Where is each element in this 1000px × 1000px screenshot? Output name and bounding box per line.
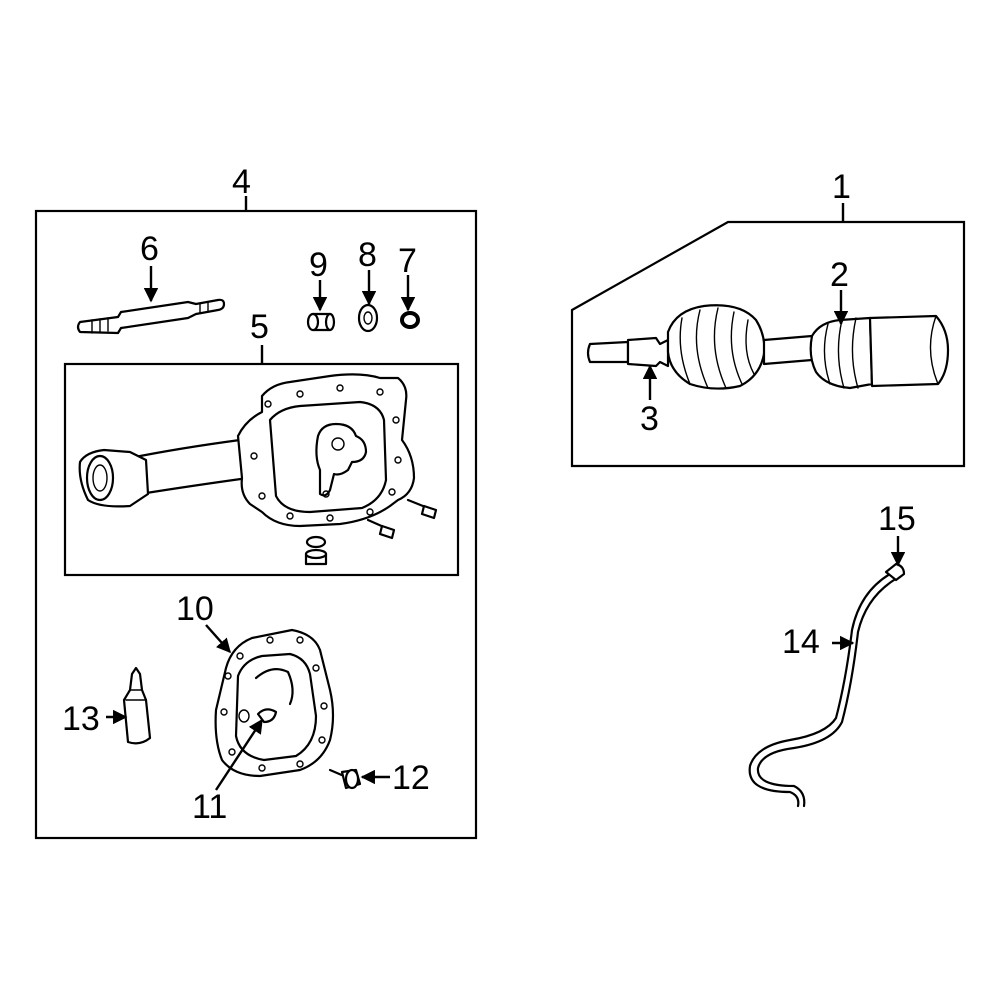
callout-11[interactable]: 11 xyxy=(192,788,227,826)
callout-4[interactable]: 4 xyxy=(232,163,251,201)
sealant-tube-drawing[interactable] xyxy=(122,666,152,745)
vent-hose-group: 15 14 xyxy=(748,500,916,808)
axle-shaft-drawing[interactable] xyxy=(76,298,226,335)
housing-bolt-lower[interactable] xyxy=(366,518,396,540)
axle-housing-drawing[interactable] xyxy=(78,373,416,528)
differential-cover-drawing[interactable] xyxy=(214,628,335,778)
axle-assembly-frame xyxy=(34,209,478,840)
callout-13[interactable]: 13 xyxy=(62,700,100,738)
callout-14[interactable]: 14 xyxy=(782,623,820,661)
housing-plug[interactable] xyxy=(304,535,328,566)
callout-7[interactable]: 7 xyxy=(398,242,417,280)
cv-axle-drawing[interactable] xyxy=(586,304,950,390)
callout-5[interactable]: 5 xyxy=(250,308,269,346)
callout-10[interactable]: 10 xyxy=(176,590,214,628)
callout-12[interactable]: 12 xyxy=(392,759,430,797)
callout-1[interactable]: 1 xyxy=(832,168,851,206)
vent-hose-drawing[interactable] xyxy=(748,562,906,808)
callout-3[interactable]: 3 xyxy=(640,400,659,438)
housing-bolt-upper[interactable] xyxy=(406,498,438,520)
callout-15[interactable]: 15 xyxy=(878,500,916,538)
washer-drawing[interactable] xyxy=(357,303,379,333)
cv-axle-group: 1 2 3 xyxy=(570,168,966,468)
callout-8[interactable]: 8 xyxy=(358,236,377,274)
callout-6[interactable]: 6 xyxy=(140,230,159,268)
axle-assembly-group: 4 5 6 9 8 xyxy=(34,163,478,840)
cv-axle-frame xyxy=(570,220,966,468)
callout-2[interactable]: 2 xyxy=(830,256,849,294)
cover-bolt-drawing[interactable] xyxy=(328,768,362,790)
seal-drawing[interactable] xyxy=(400,311,420,329)
bushing-drawing[interactable] xyxy=(306,312,336,332)
callout-9[interactable]: 9 xyxy=(309,246,328,284)
